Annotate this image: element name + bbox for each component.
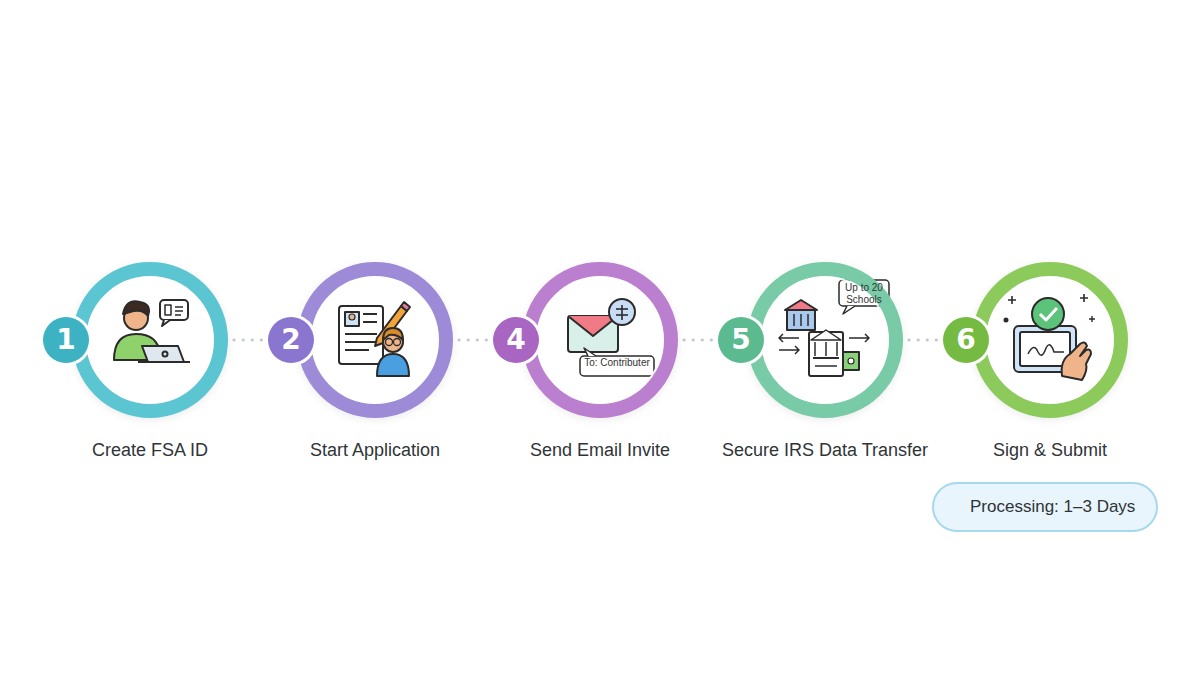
step-number: 5 xyxy=(718,317,764,363)
email-icon xyxy=(568,299,654,376)
dotted-connector xyxy=(234,338,262,341)
step-circle: 1Create FSA ID xyxy=(72,262,228,418)
dotted-connector xyxy=(909,338,937,341)
step-circle: 4Send Email Invite xyxy=(522,262,678,418)
status-text: Processing: 1–3 Days xyxy=(970,497,1135,517)
bubble-label: To: Contributer xyxy=(580,357,654,369)
step-number: 6 xyxy=(943,317,989,363)
status-pill: Processing: 1–3 Days xyxy=(932,482,1158,532)
step-label: Create FSA ID xyxy=(45,438,255,462)
application-icon xyxy=(339,302,410,376)
dotted-connector xyxy=(459,338,487,341)
step-number: 1 xyxy=(43,317,89,363)
step-label: Secure IRS Data Transfer xyxy=(720,438,930,462)
step-label: Send Email Invite xyxy=(495,438,705,462)
dotted-connector xyxy=(684,338,712,341)
step-number: 2 xyxy=(268,317,314,363)
data-transfer-icon xyxy=(779,280,889,376)
bubble-label: Up to 20 Schools xyxy=(839,282,889,306)
step-number: 4 xyxy=(493,317,539,363)
step-circle: 2Start Application xyxy=(297,262,453,418)
step-circle: 6Sign & Submit xyxy=(972,262,1128,418)
laptop-person-icon xyxy=(114,300,190,362)
sign-submit-icon xyxy=(1005,294,1096,380)
step-label: Sign & Submit xyxy=(945,438,1155,462)
step-label: Start Application xyxy=(270,438,480,462)
